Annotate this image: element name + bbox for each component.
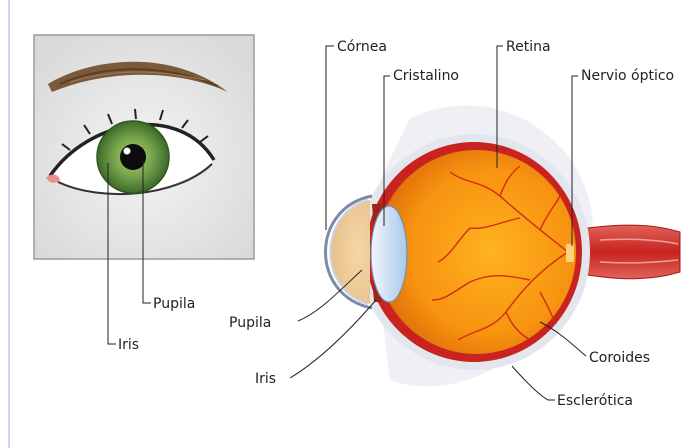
label-cornea: Córnea [337,39,387,55]
label-retina: Retina [506,39,551,55]
label-nervio-optico: Nervio óptico [581,68,674,84]
label-pupila-section: Pupila [229,315,271,331]
label-esclerotica: Esclerótica [557,393,633,409]
pupil-front [120,144,146,170]
cross-section [326,105,681,386]
lens [371,206,407,302]
leader-esclerotica [512,366,555,400]
label-pupila-front: Pupila [153,296,195,312]
label-iris-front: Iris [118,337,139,353]
leader-cornea [326,46,334,230]
label-cristalino: Cristalino [393,68,459,84]
label-coroides: Coroides [589,350,650,366]
front-view-panel [34,35,254,259]
label-iris-section: Iris [255,371,276,387]
leader-iris-section [290,300,376,378]
